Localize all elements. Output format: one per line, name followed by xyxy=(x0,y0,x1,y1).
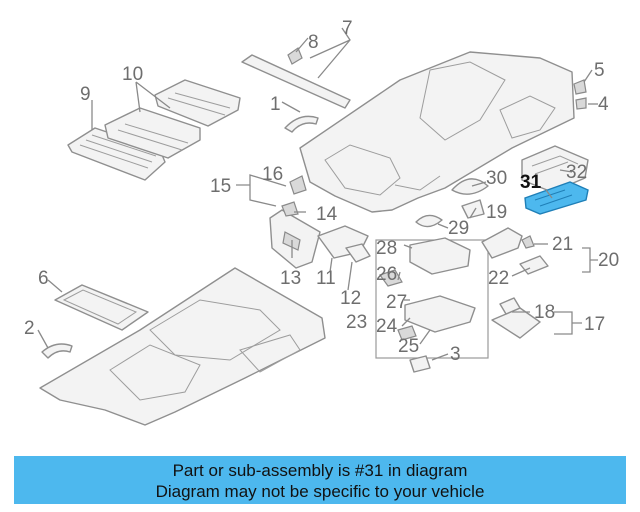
callout-10: 10 xyxy=(122,64,143,85)
callout-20: 20 xyxy=(598,250,619,271)
roof-rail-7 xyxy=(241,47,351,109)
callout-26: 26 xyxy=(376,264,397,285)
console-32 xyxy=(521,145,589,193)
callout-25: 25 xyxy=(398,336,419,357)
callout-numbers: 7 8 10 9 1 5 4 16 15 14 30 31 32 19 29 2… xyxy=(24,18,619,365)
callout-24: 24 xyxy=(376,316,398,337)
callout-29: 29 xyxy=(448,218,469,239)
clips-14-16 xyxy=(281,175,307,217)
callout-15: 15 xyxy=(210,176,231,197)
callout-8: 8 xyxy=(308,32,319,53)
callout-21: 21 xyxy=(552,234,573,255)
callout-22: 22 xyxy=(488,268,509,289)
callout-31: 31 xyxy=(520,172,542,193)
callout-2: 2 xyxy=(24,318,35,339)
highlighted-part-31 xyxy=(524,181,589,215)
info-banner: Part or sub-assembly is #31 in diagram D… xyxy=(14,456,626,504)
callout-19: 19 xyxy=(486,202,507,223)
callout-18: 18 xyxy=(534,302,555,323)
overhead-console-box xyxy=(375,237,489,373)
callout-30: 30 xyxy=(486,168,507,189)
callout-28: 28 xyxy=(376,238,397,259)
callout-16: 16 xyxy=(262,164,283,185)
headliner-upper xyxy=(299,51,575,213)
callout-9: 9 xyxy=(80,84,91,105)
callout-5: 5 xyxy=(594,60,605,81)
callout-12: 12 xyxy=(340,288,361,309)
lamp-17-18 xyxy=(491,297,541,339)
insulation-pad-9 xyxy=(67,127,166,181)
visor-holder-11 xyxy=(317,225,371,263)
callout-32: 32 xyxy=(566,162,587,183)
callout-14: 14 xyxy=(316,204,338,225)
dome-light-30 xyxy=(451,178,489,219)
callout-17: 17 xyxy=(584,314,605,335)
leader-lines xyxy=(37,27,598,361)
parts-diagram: 7 8 10 9 1 5 4 16 15 14 30 31 32 19 29 2… xyxy=(24,18,619,426)
banner-line-disclaimer: Diagram may not be specific to your vehi… xyxy=(155,482,485,501)
grab-handle-2 xyxy=(41,343,73,359)
sun-visor-13 xyxy=(269,209,321,269)
grab-handle-1 xyxy=(284,115,319,133)
callout-23: 23 xyxy=(346,312,367,333)
callout-6: 6 xyxy=(38,268,49,289)
callout-4: 4 xyxy=(598,94,609,115)
callout-7: 7 xyxy=(342,18,353,39)
callout-1: 1 xyxy=(270,94,281,115)
lamp-29 xyxy=(415,214,443,228)
sunroof-frame-6 xyxy=(54,284,149,331)
banner-line-part: Part or sub-assembly is #31 in diagram xyxy=(172,461,468,480)
callout-27: 27 xyxy=(386,292,407,313)
callout-13: 13 xyxy=(280,268,301,289)
callout-11: 11 xyxy=(316,268,336,289)
headliner-lower xyxy=(39,267,326,426)
callout-3: 3 xyxy=(450,344,461,365)
fasteners-4-5 xyxy=(573,79,587,110)
